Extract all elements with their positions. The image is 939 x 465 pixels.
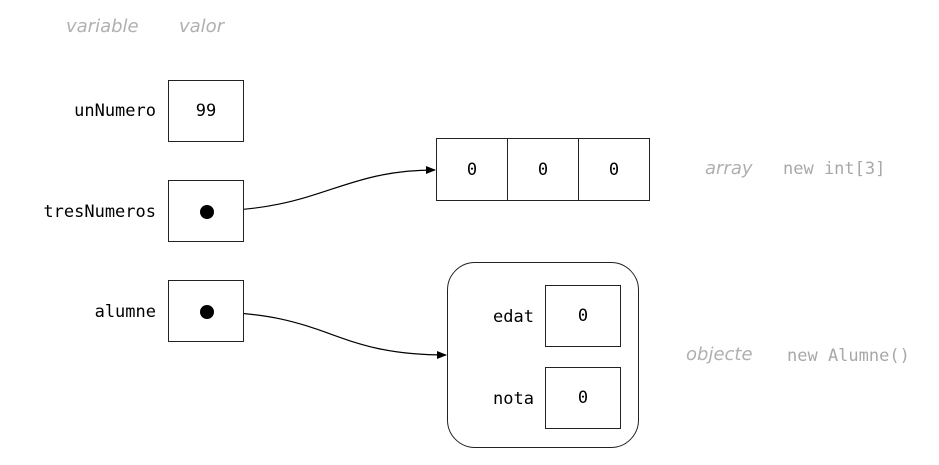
object-field-name-edat: edat [493,307,534,327]
object-field-box-edat: 0 [545,285,621,347]
object-expression: new Alumne() [787,346,910,366]
variable-box-tresnumeros [168,180,244,242]
array-cell-value: 0 [466,159,478,180]
array-cell: 0 [578,138,650,201]
variable-column-header: variable [66,16,139,37]
array-cell: 0 [436,138,508,201]
array-cell-value: 0 [608,159,620,180]
object-field-box-nota: 0 [545,367,621,429]
object-reference-arrow [205,311,447,359]
variable-box-unnumero: 99 [168,80,244,142]
object-field-name-nota: nota [493,389,534,409]
object-field-value-nota: 0 [577,388,589,408]
array-cell-value: 0 [537,159,549,180]
variable-name-tresnumeros: tresNumeros [43,202,156,222]
array-cell: 0 [507,138,579,201]
object-kind-label: objecte [686,344,753,365]
array-reference-arrow [205,166,436,212]
variable-name-alumne: alumne [94,302,156,322]
array-kind-label: array [705,158,753,179]
variable-box-alumne [168,280,244,342]
reference-dot-tresnumeros [200,205,214,219]
object-field-value-edat: 0 [577,306,589,326]
value-column-header: valor [179,16,225,37]
reference-dot-alumne [200,305,214,319]
variable-value-unnumero: 99 [195,101,217,121]
array-expression: new int[3] [783,159,886,179]
variable-name-unnumero: unNumero [74,101,156,121]
